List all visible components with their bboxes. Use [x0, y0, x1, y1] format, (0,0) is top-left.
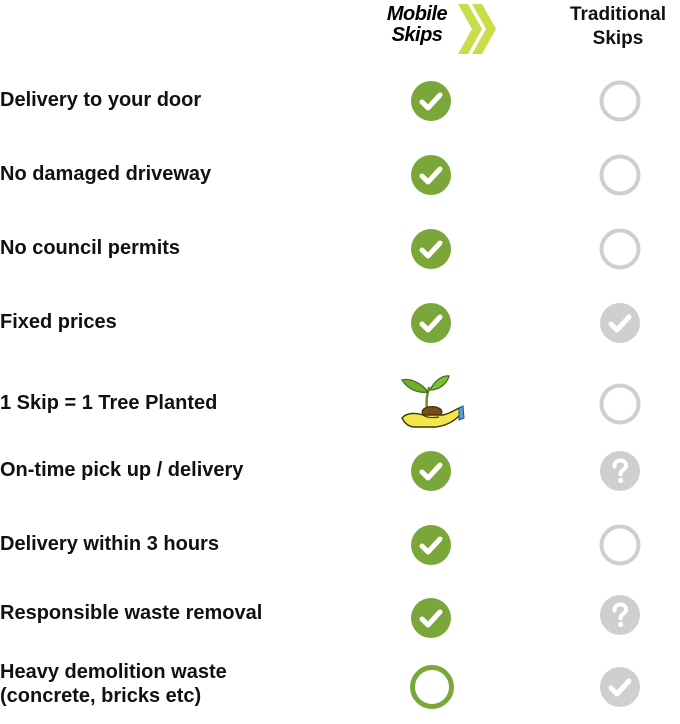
comparison-row: Delivery within 3 hours: [0, 524, 680, 566]
mobile-skips-logo: Mobile Skips: [378, 0, 500, 60]
green-check-icon: [410, 597, 452, 639]
comparison-row: Responsible waste removal: [0, 594, 680, 639]
row-label: Heavy demolition waste (concrete, bricks…: [0, 660, 227, 708]
double-chevron-icon: [458, 4, 496, 54]
green-check-icon: [410, 302, 452, 344]
row-label-line-1: Heavy demolition waste: [0, 661, 227, 683]
comparison-row: Heavy demolition waste (concrete, bricks…: [0, 660, 680, 716]
grey-check-icon: [599, 302, 641, 344]
green-check-icon: [410, 154, 452, 196]
grey-empty-circle-icon: [599, 80, 641, 122]
row-label: No damaged driveway: [0, 163, 212, 185]
traditional-skips-title: Traditional Skips: [548, 3, 680, 51]
logo-wordmark: Mobile Skips: [378, 4, 456, 46]
grey-check-icon: [599, 666, 641, 708]
comparison-row: Delivery to your door: [0, 80, 680, 122]
comparison-row: No council permits: [0, 228, 680, 270]
row-label: 1 Skip = 1 Tree Planted: [0, 392, 218, 414]
green-check-icon: [410, 80, 452, 122]
green-check-icon: [410, 450, 452, 492]
grey-empty-circle-icon: [599, 524, 641, 566]
row-label: Responsible waste removal: [0, 602, 263, 624]
traditional-title-line-2: Skips: [592, 28, 644, 49]
logo-line-1: Mobile: [386, 3, 448, 25]
green-check-icon: [410, 228, 452, 270]
plant-in-hand-icon: [399, 372, 465, 430]
row-label: No council permits: [0, 237, 181, 259]
row-label: Delivery to your door: [0, 89, 202, 111]
comparison-row: No damaged driveway: [0, 154, 680, 196]
comparison-row: On-time pick up / delivery: [0, 450, 680, 492]
comparison-row: 1 Skip = 1 Tree Planted: [0, 372, 680, 432]
traditional-title-line-1: Traditional: [569, 4, 667, 25]
grey-empty-circle-icon: [599, 154, 641, 196]
comparison-header: Mobile Skips Traditional Skips: [0, 0, 680, 70]
row-label: Delivery within 3 hours: [0, 533, 219, 555]
green-check-icon: [410, 524, 452, 566]
logo-line-2: Skips: [391, 24, 443, 46]
row-label: Fixed prices: [0, 311, 117, 333]
row-label-line-2: (concrete, bricks etc): [0, 685, 202, 707]
grey-question-icon: [599, 594, 641, 636]
grey-empty-circle-icon: [599, 383, 641, 425]
grey-empty-circle-icon: [599, 228, 641, 270]
comparison-row: Fixed prices: [0, 302, 680, 344]
green-empty-circle-icon: [409, 664, 455, 710]
row-label: On-time pick up / delivery: [0, 459, 244, 481]
grey-question-icon: [599, 450, 641, 492]
